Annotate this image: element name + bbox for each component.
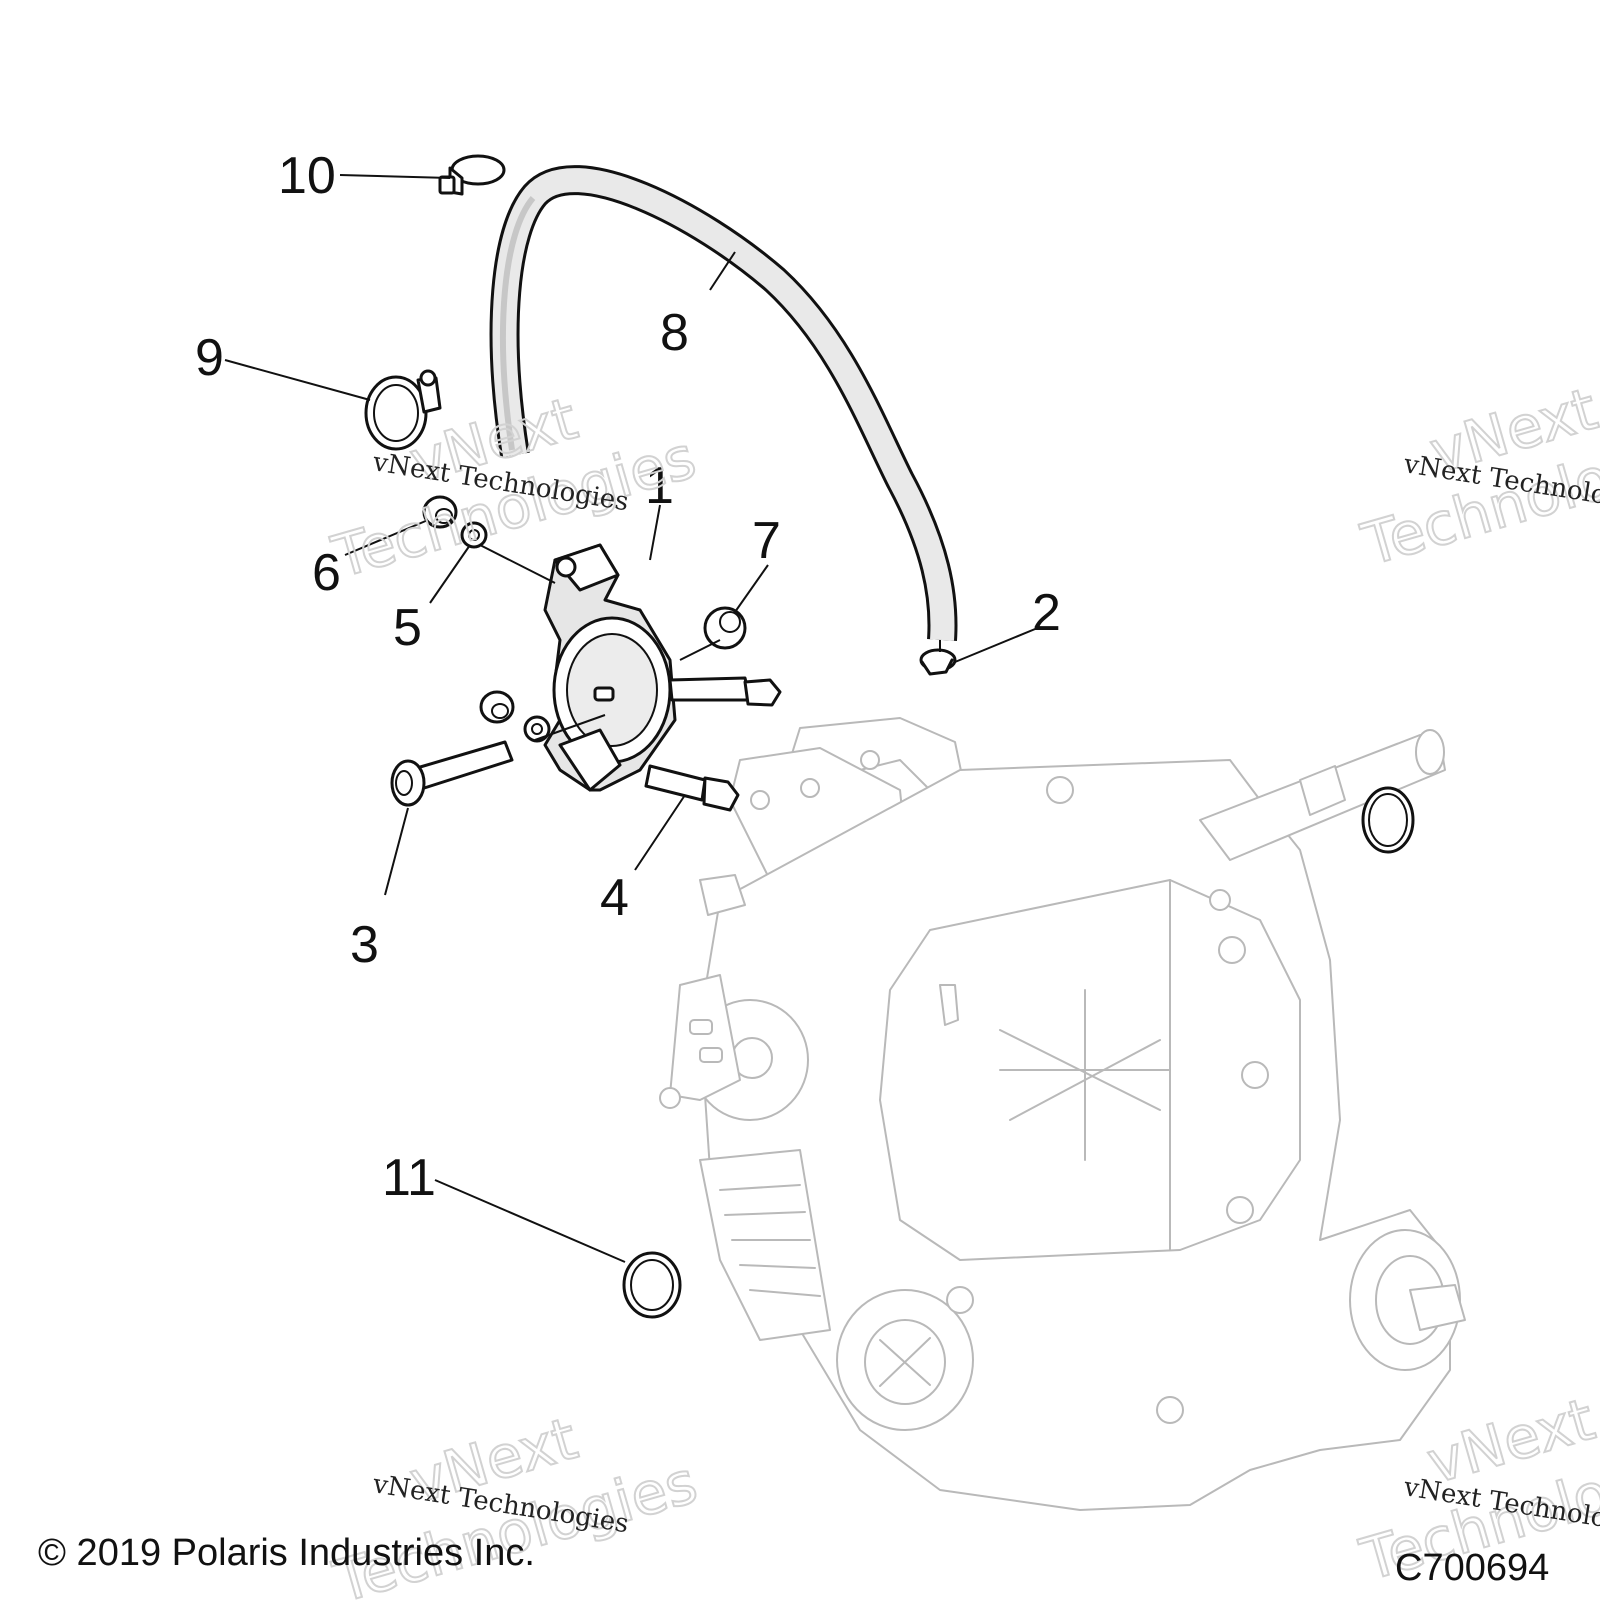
transmission-housing bbox=[659, 717, 1466, 1511]
part-7-nut bbox=[703, 606, 747, 650]
copyright-notice: © 2019 Polaris Industries Inc. bbox=[38, 1532, 535, 1574]
leader-lines bbox=[224, 174, 1041, 1263]
part-11-oring bbox=[622, 1251, 682, 1319]
upper-stud-bolt bbox=[668, 676, 782, 707]
part-5-washer bbox=[460, 521, 488, 549]
part-9-clamp bbox=[364, 369, 442, 451]
part-2-clamp bbox=[919, 640, 957, 676]
lower-nut bbox=[479, 690, 515, 724]
callout-3: 3 bbox=[350, 916, 379, 974]
callout-11: 11 bbox=[382, 1149, 436, 1207]
callout-1: 1 bbox=[645, 457, 674, 515]
part-4-bolt bbox=[644, 764, 740, 812]
shaft-o-ring bbox=[1361, 786, 1415, 854]
callout-9: 9 bbox=[195, 329, 224, 387]
callout-labels: 10 8 9 1 6 5 7 2 3 4 11 bbox=[195, 147, 1061, 1207]
callout-6: 6 bbox=[312, 544, 341, 602]
callout-2: 2 bbox=[1032, 584, 1061, 642]
part-1-cover bbox=[543, 543, 677, 792]
figure-code: C700694 bbox=[1395, 1547, 1549, 1589]
callout-7: 7 bbox=[752, 512, 781, 570]
part-8-hose bbox=[489, 165, 958, 641]
callout-5: 5 bbox=[393, 599, 422, 657]
lower-washer bbox=[523, 715, 551, 743]
part-6-nut bbox=[422, 495, 458, 529]
part-10-clip bbox=[438, 154, 506, 196]
part-3-bolt bbox=[390, 740, 514, 807]
callout-8: 8 bbox=[660, 304, 689, 362]
callout-4: 4 bbox=[600, 869, 629, 927]
callout-10: 10 bbox=[278, 147, 336, 205]
